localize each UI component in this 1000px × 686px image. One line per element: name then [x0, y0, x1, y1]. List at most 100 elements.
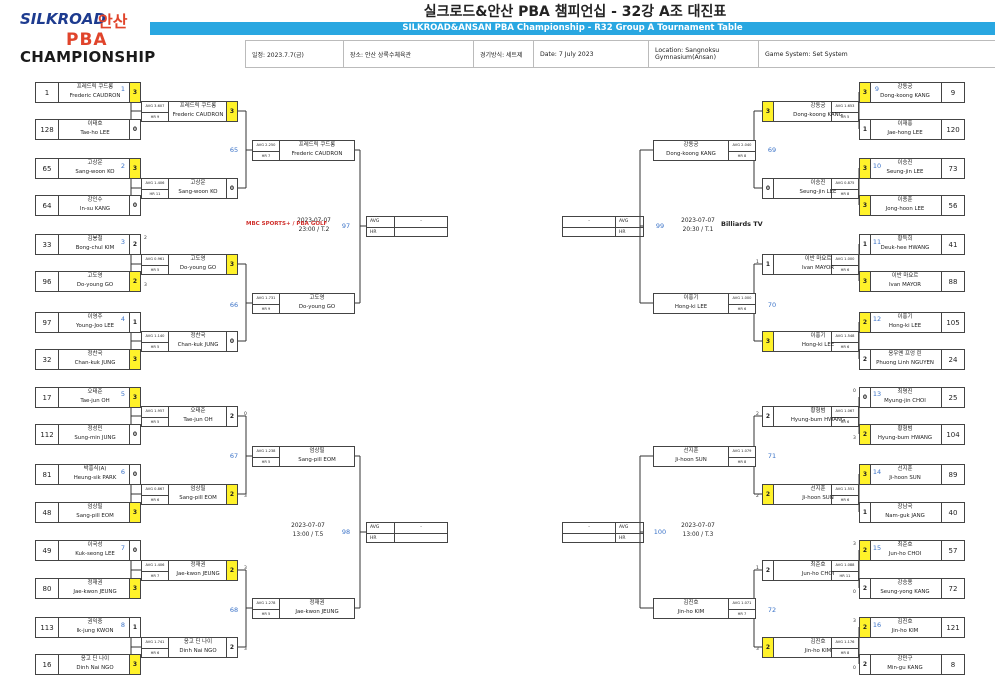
match-score: 1 [860, 235, 871, 254]
hr-value: HR 11 [839, 573, 851, 578]
player-name-en: Jae-kwon JEUNG [295, 609, 339, 615]
player-name-ko: 정찬국 [190, 333, 206, 339]
match-score: 3 [129, 350, 140, 369]
qf-box[interactable]: AVG-HR [366, 522, 448, 543]
player-name-ko: 이홍기 [810, 333, 826, 339]
player-name-ko: 엄상필 [190, 486, 206, 492]
hr-value: HR 6 [150, 497, 160, 502]
broadcaster-logo-left: MBC SPORTS+ / PBA GOLF [246, 221, 328, 227]
qf-box[interactable]: AVG-HR [562, 216, 644, 237]
match-number: 15 [872, 544, 882, 552]
player-name-ko: 선지훈 [683, 448, 699, 454]
qf-box[interactable]: AVG-HR [366, 216, 448, 237]
match-score: 3 [226, 255, 237, 274]
avg-row: AVG- [367, 217, 447, 228]
avg-value: AVG 3.607 [142, 102, 168, 113]
hr-value: HR 6 [840, 344, 850, 349]
seed-number: 113 [36, 618, 59, 637]
qf-box[interactable]: AVG-HR [562, 522, 644, 543]
avg-value: - [588, 525, 590, 530]
hr-value: HR 5 [261, 611, 271, 616]
player-name-ko: 고상운 [87, 160, 103, 166]
match-score: 2 [860, 655, 871, 674]
match-score: 3 [129, 579, 140, 598]
set-detail: 0 [853, 590, 856, 595]
schedule-date: 2023-07-07 [297, 218, 331, 224]
player-name-ko: 이국성 [87, 542, 103, 548]
player-name-ko: 오태준 [87, 389, 103, 395]
match-number: 10 [872, 162, 882, 170]
player-name-en: Jong-hoon LEE [885, 206, 925, 212]
player-name-en: Jae-kwon JEUNG [176, 571, 220, 577]
set-detail: 2 [756, 412, 759, 417]
seed-number: 80 [36, 579, 59, 598]
